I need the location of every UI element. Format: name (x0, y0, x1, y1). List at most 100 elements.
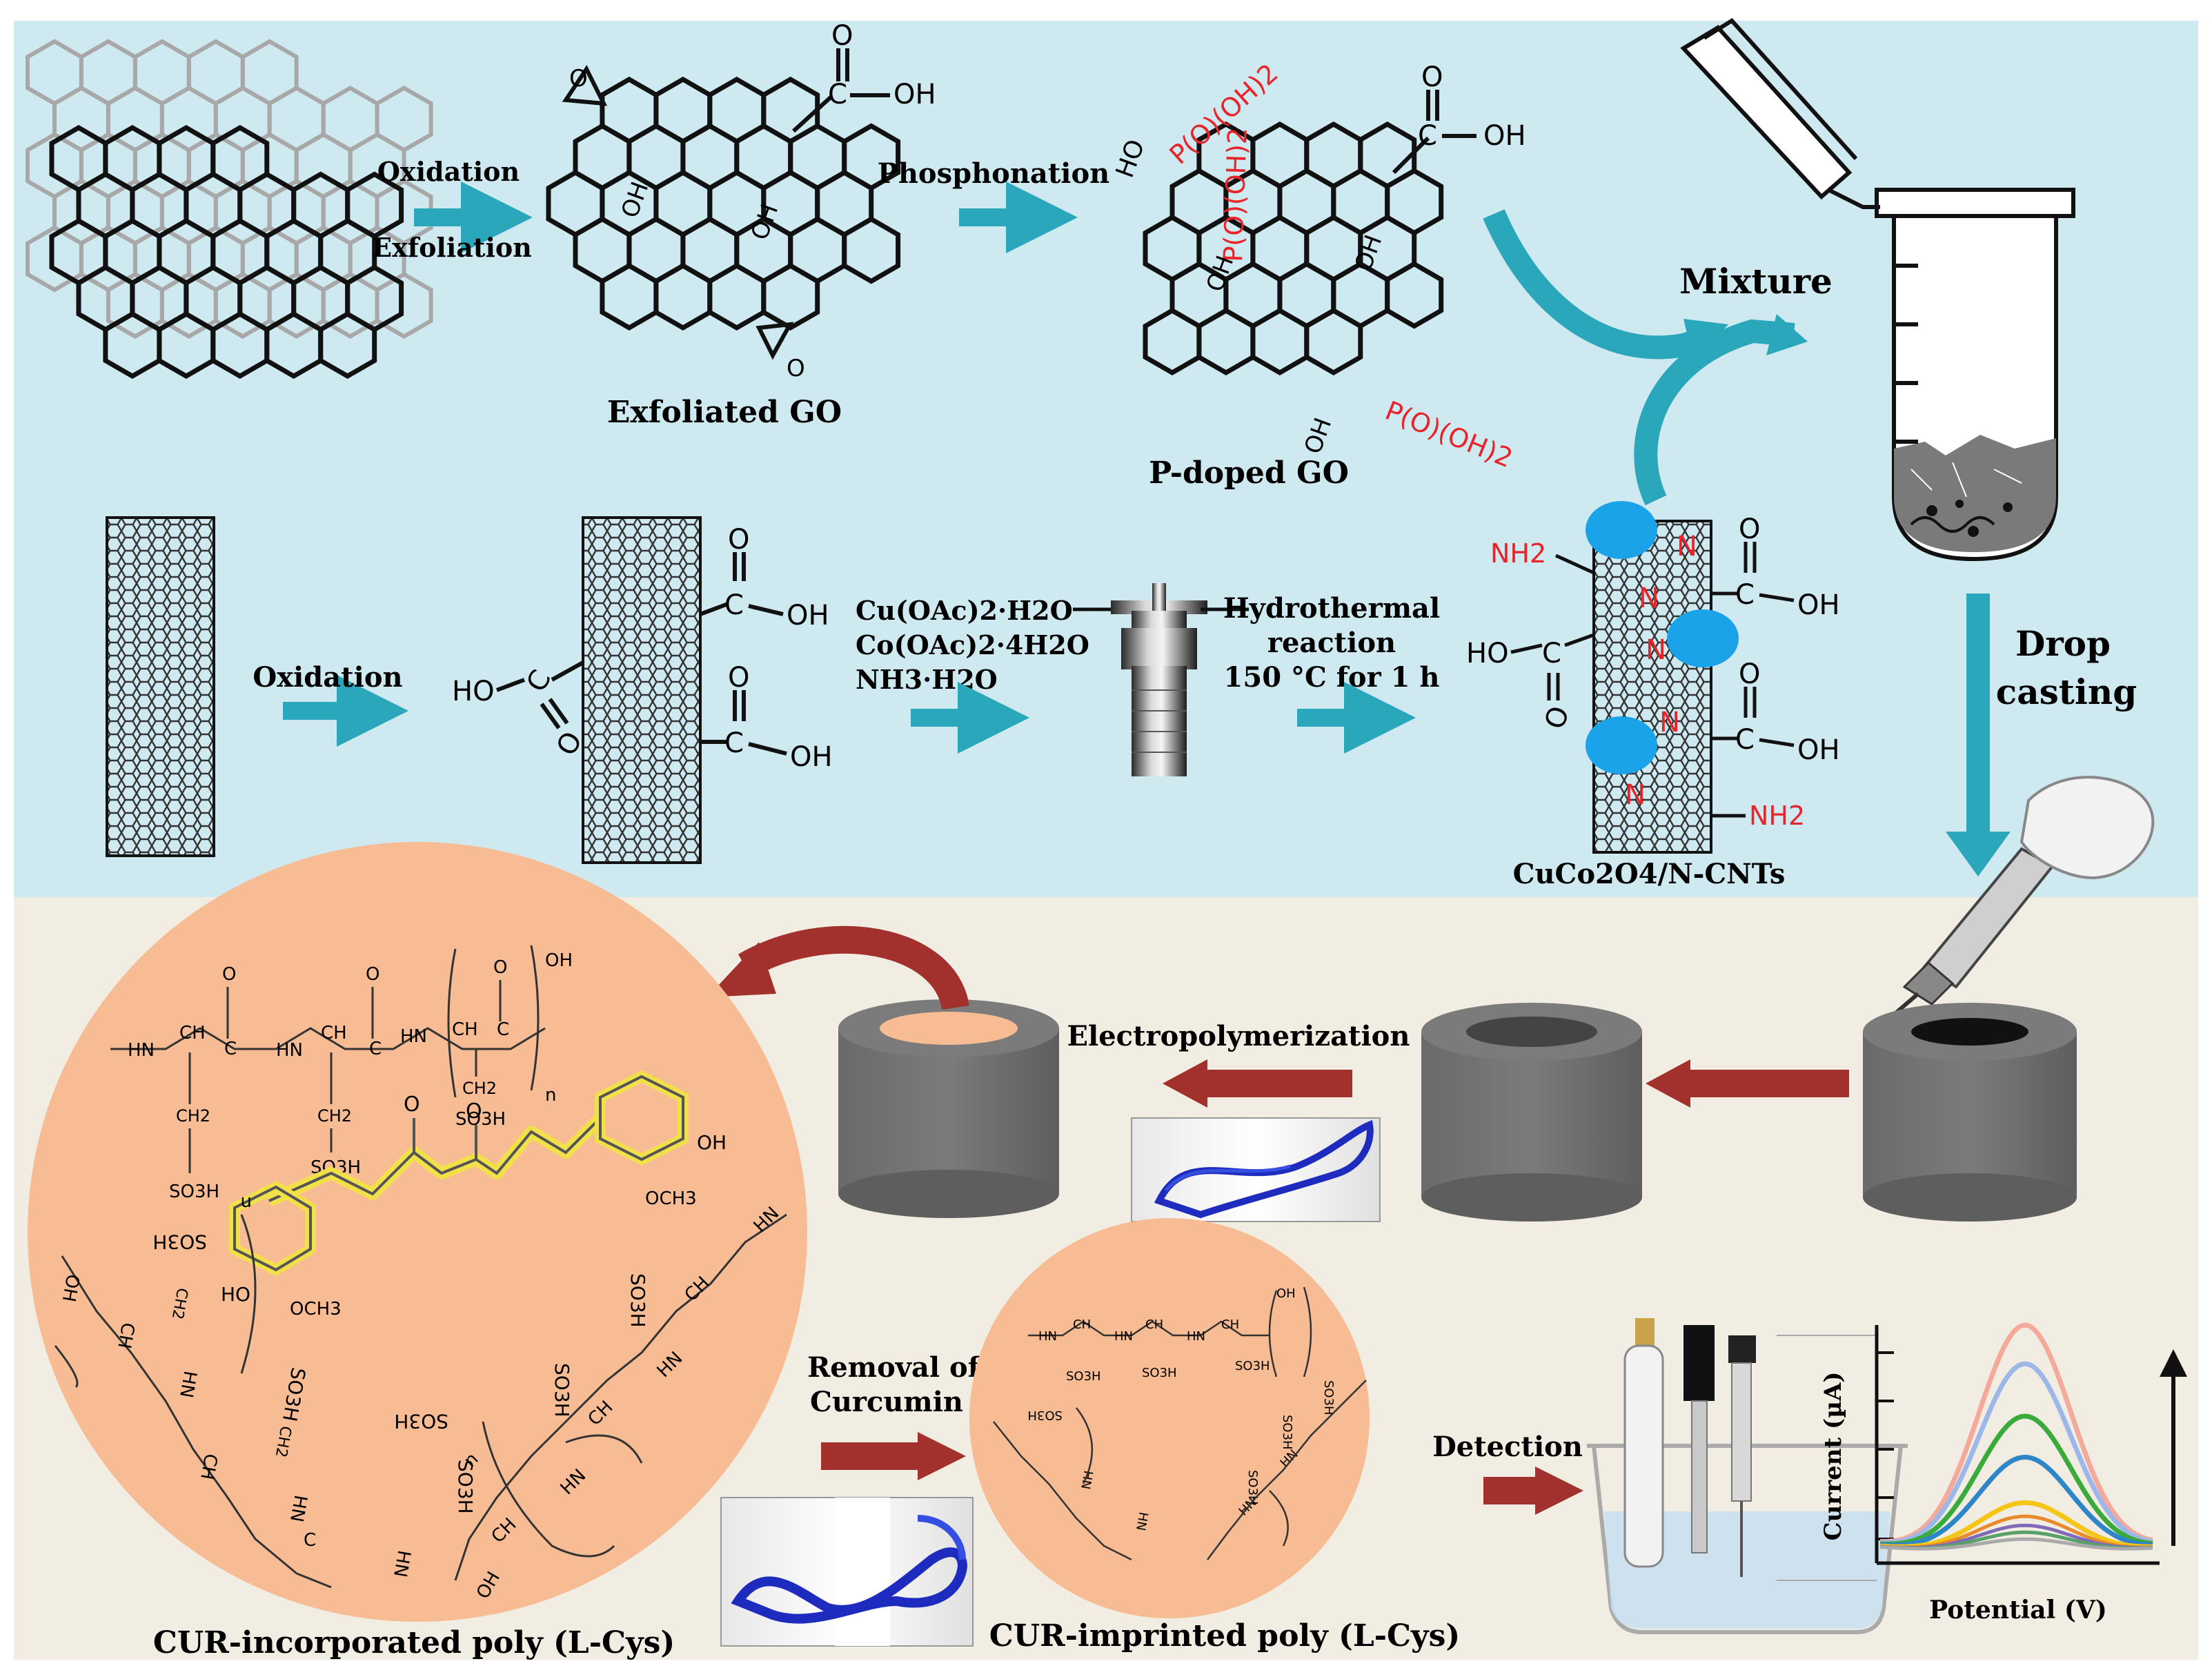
curcumin-och3-1: OCH3 (645, 1188, 697, 1209)
counter-electrode (1728, 1335, 1756, 1577)
cv-inset-removal (720, 1497, 974, 1647)
poly-c-2: C (369, 1039, 382, 1059)
pgo-ring (1304, 307, 1363, 376)
poly-hn-1: HN (128, 1040, 155, 1061)
poly-ch2-2: CH2 (317, 1106, 352, 1126)
ncnt-o-2: O (1739, 658, 1760, 690)
dpv-curve-9 (1879, 1537, 2153, 1551)
poly-so3h-3: SO3H (455, 1109, 506, 1130)
ll-hn-3: HN (389, 1549, 414, 1579)
graphite-front-ring (318, 311, 377, 380)
ll-n-sub: n (241, 1193, 252, 1213)
dpv-y-label: Current (µA) (1819, 1372, 1847, 1541)
polymer-structure-incorporated: HN CH C O HN CH C O HN CH C O OH n CH2 S… (110, 945, 573, 1202)
go-epoxide-o-1: O (569, 65, 588, 92)
poly-ch-1: CH (179, 1023, 206, 1043)
label-exfoliation: Exfoliation (372, 232, 532, 263)
poly-so3h-1: SO3H (169, 1181, 219, 1202)
poly-o-2: O (366, 964, 379, 985)
label-p-doped-go: P-doped GO (1149, 455, 1349, 491)
nh2-bottom: NH2 (1749, 801, 1805, 831)
go-ring (842, 216, 901, 284)
nh2-top: NH2 (1490, 538, 1546, 569)
dpv-curve-1 (1880, 1322, 2153, 1544)
exfoliated-go-sheet: C O OH O OH OH O (546, 20, 936, 382)
label-phosphonation: Phosphonation (878, 157, 1110, 190)
lr-so3h-1: SO3H (626, 1273, 649, 1328)
curcumin-och3-2: OCH3 (290, 1299, 342, 1320)
dpv-x-label: Potential (V) (1929, 1596, 2107, 1625)
label-hydrothermal: Hydrothermal (1223, 592, 1440, 625)
poly-n-sub: n (545, 1085, 556, 1106)
imp-ch-3: CH (1221, 1317, 1239, 1332)
label-exfoliated-go: Exfoliated GO (607, 395, 842, 430)
imp-hn-4: HN (1078, 1469, 1095, 1490)
go-ring (761, 262, 820, 331)
label-cur-imprinted: CUR-imprinted poly (L-Cys) (989, 1618, 1460, 1654)
ncnt-c-2: C (1735, 724, 1755, 756)
poly-hn-3: HN (400, 1026, 427, 1047)
pipette (1872, 776, 2155, 1069)
n-dopant-4: N (1659, 707, 1680, 738)
synthesis-panel (14, 21, 2198, 897)
ll-so3h-3: SO3H (394, 1410, 448, 1433)
ncnt-o-1: O (1739, 513, 1760, 545)
curved-arrow-cnt-to-mixture (1634, 319, 1795, 506)
imp-hn-5: HN (1133, 1511, 1150, 1531)
imp-hn-3: HN (1187, 1329, 1205, 1344)
reagent-co: Co(OAc)2·4H2O (856, 629, 1089, 660)
test-tube (1875, 188, 2075, 562)
lr-so3h-3: SO3H (454, 1460, 477, 1514)
imp-so3h-6: SO3H (1280, 1415, 1294, 1450)
graphite-back-ring (375, 272, 433, 339)
cnt-ho-left: HO (452, 676, 495, 707)
label-removal-1: Removal of (807, 1351, 982, 1384)
imp-hn-1: HN (1038, 1329, 1057, 1344)
poly-o-1: O (222, 964, 236, 985)
poly-ch-3: CH (452, 1019, 478, 1040)
pgo-ring (1385, 261, 1444, 329)
cuco2o4-particle-1 (1586, 501, 1657, 559)
label-temperature: 150 °C for 1 h (1224, 661, 1440, 694)
ll-so3h-1: SO3H (152, 1230, 207, 1253)
label-electropolymerization: Electropolymerization (1067, 1020, 1410, 1052)
cnt-oh-1: OH (787, 600, 829, 631)
cuco2o4-particle-2 (1667, 609, 1739, 667)
reagent-cu: Cu(OAc)2·H2O (856, 595, 1073, 626)
dpv-curve-3 (1879, 1413, 2153, 1547)
cur-incorporated-circle (28, 842, 807, 1622)
graphite-stack (26, 39, 433, 380)
reagent-nh3: NH3·H2O (856, 664, 998, 695)
ll-ch-2: CH (196, 1452, 221, 1481)
label-mixture: Mixture (1679, 261, 1833, 302)
ncnt-c-1: C (1735, 579, 1755, 611)
imp-so3h-1: SO3H (1066, 1369, 1101, 1384)
go-epoxide-o-2: O (787, 355, 805, 382)
curcumin-ho-2: HO (221, 1283, 250, 1306)
cnt-o-2: O (728, 662, 749, 694)
ll-oh: OH (58, 1273, 83, 1304)
cnt-c-1: C (724, 589, 744, 621)
electrode-modified (1421, 1003, 1642, 1222)
n-dopant-5: N (1625, 779, 1646, 811)
ll-hn-1: HN (175, 1369, 200, 1400)
polymer-chain-lower-left: SO3H OH CH HN CH2 SO3H CH CH2 HN C HN SO… (54, 1193, 448, 1589)
n-dopant-1: N (1677, 531, 1697, 562)
imp-hn-2: HN (1114, 1329, 1133, 1344)
lr-so3h-2: SO3H (551, 1363, 573, 1418)
electrochemical-cell (1587, 1318, 1908, 1634)
ll-ch-1: CH (113, 1321, 138, 1350)
poly-ch-2: CH (321, 1023, 347, 1043)
label-cur-incorporated: CUR-incorporated poly (L-Cys) (153, 1625, 675, 1660)
ncnt-ho: HO (1466, 638, 1509, 669)
pgo-cooh-o: O (1421, 61, 1443, 93)
go-cooh-oh: OH (893, 79, 936, 110)
ll-c: C (304, 1530, 316, 1551)
oxidized-cnt: C O OH C O OH HO C O (452, 516, 833, 864)
pristine-cnt (106, 516, 215, 857)
curcumin-o-2: O (466, 1099, 482, 1124)
ncnt-oh-2: OH (1797, 734, 1840, 766)
label-reaction: reaction (1267, 627, 1396, 659)
pgo-phos-2: P(O)(OH)2 (1218, 127, 1253, 262)
